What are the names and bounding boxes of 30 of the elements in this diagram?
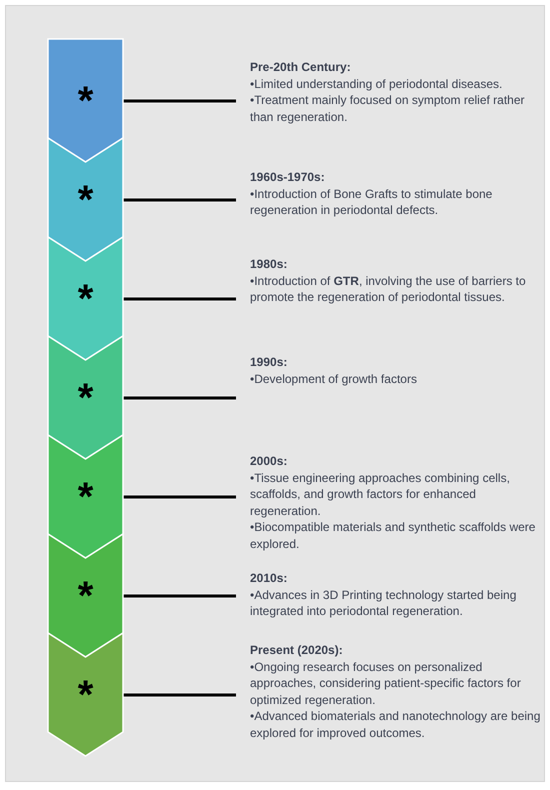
connector-line [123, 100, 236, 102]
bullet-text: •Treatment mainly focused on symptom relief rather than regeneration. [250, 92, 526, 125]
bullet-text: •Advanced biomaterials and nanotechnology are being explored for improved outcomes. [250, 708, 542, 741]
period-heading: Pre-20th Century: [250, 59, 352, 76]
bullet-text: •Introduction of GTR, involving the use of barriers to promote the regeneration of periodontal tissues. [250, 272, 527, 306]
bullet-text: •Limited understanding of periodontal diseases. [250, 76, 504, 92]
bullet-text: •Tissue engineering approaches combining cells, scaffolds, and growth factors for enhanced regeneration. [250, 470, 511, 519]
period-heading: Present (2020s): [250, 642, 344, 658]
step-marker: * [78, 279, 94, 319]
bullet-text: •Introduction of Bone Grafts to stimulate bone regeneration in periodontal defects. [250, 186, 494, 218]
connector-line [123, 298, 236, 300]
bullet-text: •Biocompatible materials and synthetic scaffolds were explored. [250, 519, 536, 552]
connector-line [123, 694, 236, 696]
step-marker: * [78, 576, 94, 616]
connector-line [123, 496, 236, 498]
period-heading: 2010s: [250, 570, 288, 586]
period-heading: 1980s: [250, 256, 288, 272]
connector-line [123, 198, 236, 202]
period-heading: 1990s: [250, 354, 288, 370]
connector-line [123, 594, 236, 598]
step-marker: * [78, 378, 94, 418]
step-marker: * [78, 180, 94, 220]
step-marker: * [78, 477, 94, 517]
bullet-text: •Advances in 3D Printing technology started being integrated into periodontal regeneration. [250, 586, 518, 620]
period-heading: 2000s: [250, 453, 288, 470]
bullet-text: •Ongoing research focuses on personalized approaches, considering patient-specific factors for optimized regeneration. [250, 658, 522, 708]
step-marker: * [78, 675, 94, 715]
connector-line [123, 396, 236, 400]
bullet-text: •Development of growth factors [250, 370, 418, 387]
period-heading: 1960s-1970s: [250, 169, 326, 186]
